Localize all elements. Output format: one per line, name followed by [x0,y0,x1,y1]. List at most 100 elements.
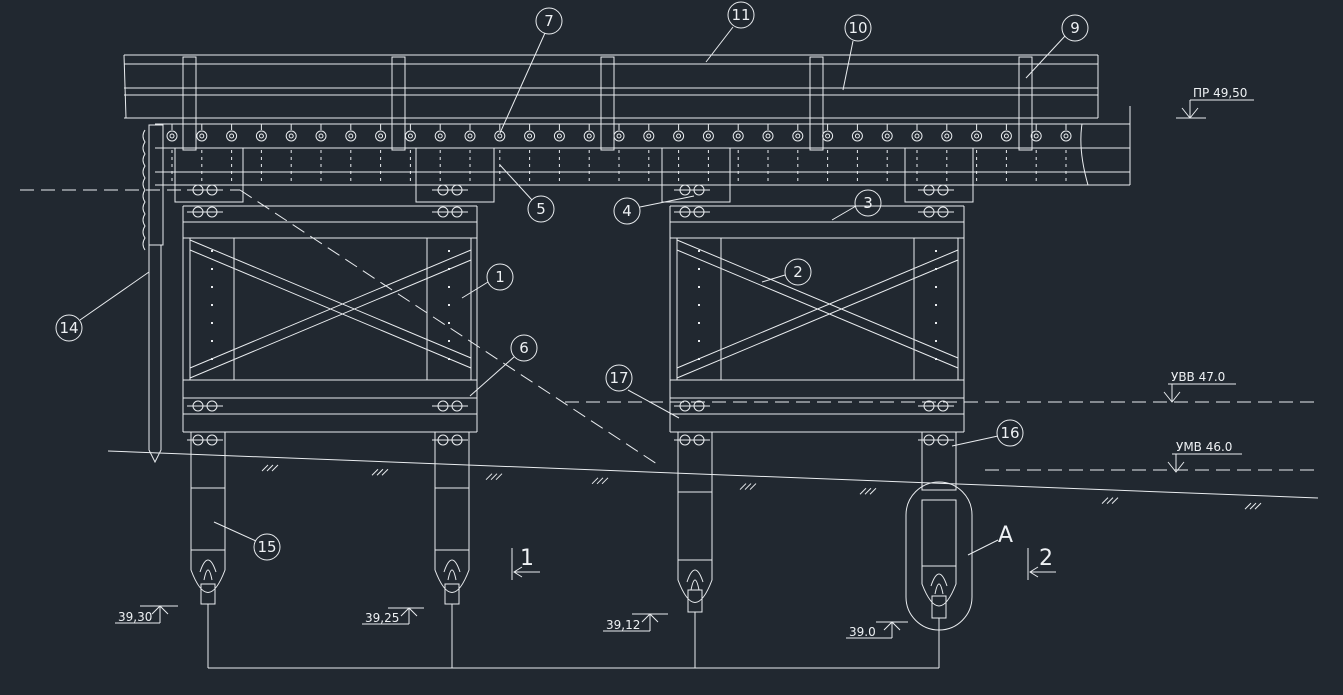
section-2-label: 2 [1039,546,1053,571]
level-low-water-label: УМВ 46.0 [1176,440,1232,454]
callout-5-label: 5 [536,200,546,218]
bolt-icon [255,124,267,184]
callout-10: 10 [842,14,872,91]
bolt-icon [971,124,983,184]
bolt-icon [434,124,446,184]
pile-1 [190,431,226,668]
callout-16-label: 16 [1000,424,1019,442]
callout-4: 4 [613,195,695,225]
callout-17: 17 [605,364,680,419]
bolt-icon [315,124,327,184]
bolt-cluster-icon [674,400,710,412]
bolt-icon [822,124,834,184]
bolt-icon [375,124,387,184]
callout-15-label: 15 [257,538,276,556]
callout-1: 1 [461,263,514,299]
deck [123,54,1099,119]
callout-7-label: 7 [544,12,554,30]
level-marker-top: ПР 49,50 [1176,86,1254,119]
deck-straps [182,56,1033,151]
pile-tip-3-label: 39,12 [606,618,640,632]
bolt-icon [553,124,565,184]
level-marker-low-water: УМВ 46.0 [1167,440,1242,473]
bolt-icon [583,124,595,184]
bolt-icon [941,124,953,184]
callout-9-label: 9 [1070,19,1080,37]
trestle-right [669,205,965,433]
bolt-cluster-icon [918,206,954,218]
callout-1-label: 1 [495,268,505,286]
bolt-icon [881,124,893,184]
level-top-label: ПР 49,50 [1193,86,1247,100]
bolt-icon [851,124,863,184]
trestle-bolts [187,184,954,446]
bolt-cluster-icon [187,206,223,218]
level-marker-high-water: УВВ 47.0 [1163,370,1236,403]
bolt-cluster-icon [432,184,468,196]
callout-2-label: 2 [793,263,803,281]
bolt-icon [732,124,744,184]
bolt-icon [524,124,536,184]
bolt-icon [1030,124,1042,184]
bolt-cluster-icon [918,434,954,446]
pile-2 [434,431,470,668]
slope-line [239,189,661,467]
bolt-icon [673,124,685,184]
callout-3: 3 [831,189,882,221]
bolt-icon [404,124,416,184]
section-marker-2: 2 [1027,546,1056,580]
callout-11-label: 11 [731,6,750,24]
bolt-icon [613,124,625,184]
bolt-icon [285,124,297,184]
bolt-icon [1060,124,1072,184]
pile-tip-4-label: 39.0 [849,625,876,639]
bolt-icon [643,124,655,184]
callout-10-label: 10 [848,19,867,37]
callout-4-label: 4 [622,202,632,220]
bolt-cluster-icon [674,434,710,446]
bolt-icon [166,124,178,184]
section-1-label: 1 [520,546,534,571]
callout-3-label: 3 [863,194,873,212]
bolt-icon [226,124,238,184]
bolt-icon [345,124,357,184]
pile-tip-2-label: 39,25 [365,611,399,625]
bolt-icon [702,124,714,184]
callout-15: 15 [213,521,281,561]
bolt-cluster-icon [674,184,710,196]
bolt-cluster-icon [187,434,223,446]
bolt-cluster-icon [432,434,468,446]
detail-a-label: А [998,523,1013,548]
ground-line [107,450,1319,510]
pile-tip-level-4: 39.0 [846,621,908,639]
pile-3 [677,431,713,668]
fender-chain [142,124,164,464]
bolt-icon [911,124,923,184]
pile-tip-level-3: 39,12 [603,613,668,632]
bolt-cluster-icon [432,400,468,412]
level-high-water-label: УВВ 47.0 [1171,370,1225,384]
trestle-left [182,205,478,433]
callout-5: 5 [499,164,555,223]
callout-17-label: 17 [609,369,628,387]
bolt-cluster-icon [432,206,468,218]
pile-tip-level-2: 39,25 [362,607,424,625]
pile-4 [905,431,973,668]
bolt-cluster-icon [674,206,710,218]
pile-tip-level-1: 39,30 [115,605,178,624]
bolt-icon [1000,124,1012,184]
callout-14-label: 14 [59,319,78,337]
detail-a-leader: А [967,523,1013,556]
callout-6: 6 [469,334,538,397]
bolt-icon [762,124,774,184]
bolt-row [166,124,1072,184]
detail-a-outline [905,481,973,631]
callout-14: 14 [55,271,150,342]
bolt-icon [196,124,208,184]
bolt-icon [464,124,476,184]
bolt-icon [494,124,506,184]
bolt-icon [792,124,804,184]
section-marker-1: 1 [511,546,540,580]
callout-6-label: 6 [519,339,529,357]
